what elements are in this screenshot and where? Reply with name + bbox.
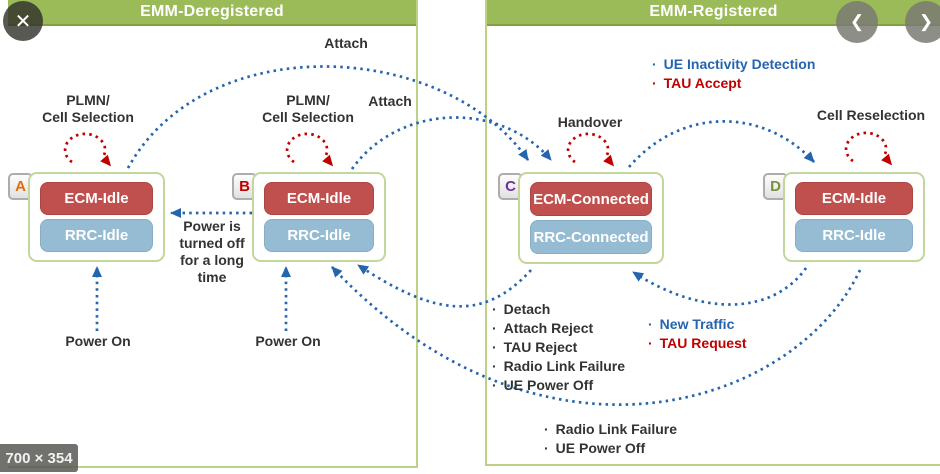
bullet-dot: · <box>648 335 653 351</box>
state-card-a: ECM-Idle RRC-Idle <box>28 172 165 262</box>
previous-image-button[interactable]: ❮ <box>836 1 878 43</box>
bullet-dot: · <box>492 320 497 336</box>
chevron-right-icon: ❯ <box>918 12 934 31</box>
next-image-button[interactable]: ❯ <box>905 1 940 43</box>
rrc-state-pill: RRC-Idle <box>264 219 374 252</box>
ecm-state-pill: ECM-Connected <box>530 182 652 216</box>
bullet-dot: · <box>492 358 497 374</box>
list-item: TAU Accept <box>663 75 742 91</box>
list-item: TAU Reject <box>503 339 578 355</box>
list-item: UE Power Off <box>503 377 594 393</box>
attach-label-top: Attach <box>324 35 368 51</box>
rrc-state-pill: RRC-Idle <box>795 219 913 252</box>
list-item: Radio Link Failure <box>503 358 626 374</box>
plmn-cell-selection-label-b: PLMN/Cell Selection <box>262 92 354 125</box>
bullet-dot: · <box>648 316 653 332</box>
list-item: Attach Reject <box>503 320 594 336</box>
power-on-label-b: Power On <box>255 333 321 349</box>
list-item: Detach <box>503 301 551 317</box>
detach-reasons-list: · Detach · Attach Reject · TAU Reject · Radi… <box>492 300 625 395</box>
close-button[interactable]: ✕ <box>3 1 43 41</box>
ecm-state-pill: ECM-Idle <box>40 182 153 215</box>
power-on-label-a: Power On <box>65 333 131 349</box>
state-card-b: ECM-Idle RRC-Idle <box>252 172 386 262</box>
bullet-dot: · <box>492 377 497 393</box>
bullet-dot: · <box>492 301 497 317</box>
list-item: UE Power Off <box>555 440 646 456</box>
rrc-state-pill: RRC-Idle <box>40 219 153 252</box>
close-icon: ✕ <box>14 10 32 33</box>
plmn-cell-selection-label-a: PLMN/Cell Selection <box>42 92 134 125</box>
inactivity-tau-accept-list: · UE Inactivity Detection · TAU Accept <box>652 55 815 93</box>
state-card-c: ECM-Connected RRC-Connected <box>518 172 664 264</box>
rrc-state-pill: RRC-Connected <box>530 220 652 254</box>
list-item: Radio Link Failure <box>555 421 678 437</box>
bullet-dot: · <box>544 421 549 437</box>
image-size-badge: 700 × 354 <box>0 444 78 472</box>
radio-link-failure-list: · Radio Link Failure · UE Power Off <box>544 420 677 458</box>
bullet-dot: · <box>652 75 657 91</box>
bullet-dot: · <box>544 440 549 456</box>
ecm-state-pill: ECM-Idle <box>795 182 913 215</box>
list-item: UE Inactivity Detection <box>663 56 816 72</box>
panel-title-deregistered: EMM-Deregistered <box>8 0 416 26</box>
cell-reselection-label: Cell Reselection <box>816 107 926 123</box>
chevron-left-icon: ❮ <box>849 12 865 31</box>
bullet-dot: · <box>652 56 657 72</box>
state-card-d: ECM-Idle RRC-Idle <box>783 172 925 262</box>
bullet-dot: · <box>492 339 497 355</box>
attach-label-mid: Attach <box>368 93 412 109</box>
ecm-state-pill: ECM-Idle <box>264 182 374 215</box>
list-item: TAU Request <box>659 335 747 351</box>
list-item: New Traffic <box>659 316 735 332</box>
new-traffic-tau-request-list: · New Traffic · TAU Request <box>648 315 747 353</box>
handover-label: Handover <box>557 114 623 130</box>
